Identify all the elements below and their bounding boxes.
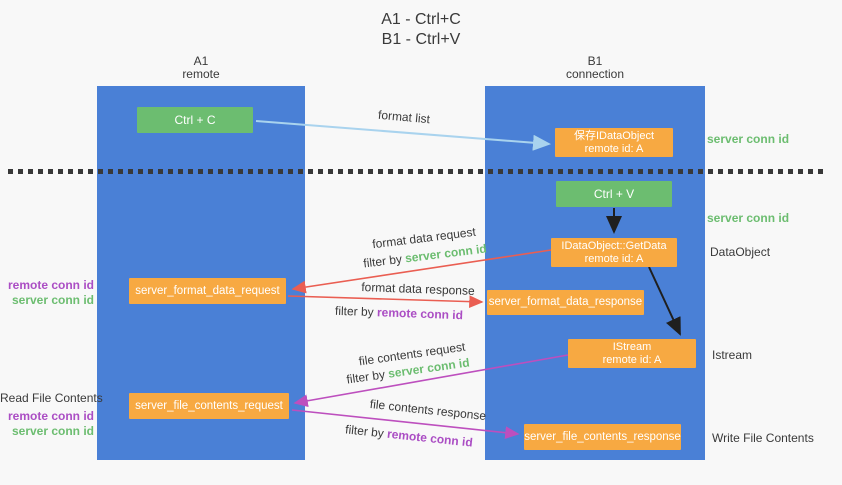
annotation-remote-conn-id-2: remote conn id xyxy=(7,409,94,423)
format-list-arrow xyxy=(255,120,551,151)
annotation-server-conn-id-2: server conn id xyxy=(11,424,94,438)
title-line-ctrl-v: B1 - Ctrl+V xyxy=(381,31,461,48)
annotation-write-file-contents: Write File Contents xyxy=(712,431,814,445)
column-a1-role: remote xyxy=(182,67,220,81)
node-save-idataobject-line2: remote id: A xyxy=(584,142,644,155)
node-save-idataobject-line1: 保存IDataObject xyxy=(573,129,655,142)
column-header-b1: B1 connection xyxy=(485,55,705,81)
diagram-title: A1 - Ctrl+C B1 - Ctrl+V xyxy=(0,10,842,50)
column-b1-role: connection xyxy=(565,67,625,81)
node-idataobject-getdata: IDataObject::GetData remote id: A xyxy=(551,238,677,267)
node-format-response-label: server_format_data_response xyxy=(488,296,643,308)
node-server-file-contents-response: server_file_contents_response xyxy=(524,424,681,450)
node-ctrl-c: Ctrl + C xyxy=(137,107,253,133)
node-istream-line2: remote id: A xyxy=(602,353,662,366)
node-file-request-label: server_file_contents_request xyxy=(135,399,283,412)
annotation-read-file-contents: Read File Contents xyxy=(0,391,103,405)
title-line-ctrl-c: A1 - Ctrl+C xyxy=(381,11,461,28)
column-b1-name: B1 xyxy=(587,54,603,68)
node-ctrl-c-label: Ctrl + C xyxy=(174,113,216,127)
annotation-server-conn-id-mid: server conn id xyxy=(707,211,790,225)
phase-divider-dashed-line xyxy=(8,169,826,174)
file-contents-request-arrow xyxy=(293,354,569,408)
format-data-request-arrow xyxy=(291,249,552,294)
getdata-to-istream-arrow xyxy=(648,266,681,336)
node-ctrl-v-label: Ctrl + V xyxy=(593,187,635,201)
node-server-file-contents-request: server_file_contents_request xyxy=(129,393,289,419)
annotation-file-request-ids: remote conn id server conn id xyxy=(0,409,94,439)
filter-by-text-2: filter by xyxy=(334,303,374,320)
node-file-response-label: server_file_contents_response xyxy=(524,430,681,443)
node-format-request-label: server_format_data_request xyxy=(135,284,280,297)
filter-remote-conn-id-1: remote conn id xyxy=(376,305,464,323)
annotation-istream: Istream xyxy=(712,348,753,362)
annotation-format-request-ids: remote conn id server conn id xyxy=(0,278,94,308)
node-save-idataobject: 保存IDataObject remote id: A xyxy=(555,128,673,157)
node-getdata-line1: IDataObject::GetData xyxy=(561,239,667,252)
file-contents-response-arrow xyxy=(291,409,520,440)
node-getdata-line2: remote id: A xyxy=(584,252,644,265)
annotation-dataobject: DataObject xyxy=(710,245,771,259)
column-a1-name: A1 xyxy=(193,54,209,68)
node-server-format-data-request: server_format_data_request xyxy=(129,278,286,304)
annotation-server-conn-id-1: server conn id xyxy=(11,293,94,307)
node-istream: IStream remote id: A xyxy=(568,339,696,368)
node-server-format-data-response: server_format_data_response xyxy=(487,290,644,315)
node-ctrl-v: Ctrl + V xyxy=(556,181,672,207)
annotation-server-conn-id-top: server conn id xyxy=(707,132,790,146)
annotation-remote-conn-id-1: remote conn id xyxy=(7,278,94,292)
column-header-a1: A1 remote xyxy=(97,55,305,81)
format-data-response-arrow xyxy=(287,295,484,309)
node-istream-line1: IStream xyxy=(612,340,652,353)
